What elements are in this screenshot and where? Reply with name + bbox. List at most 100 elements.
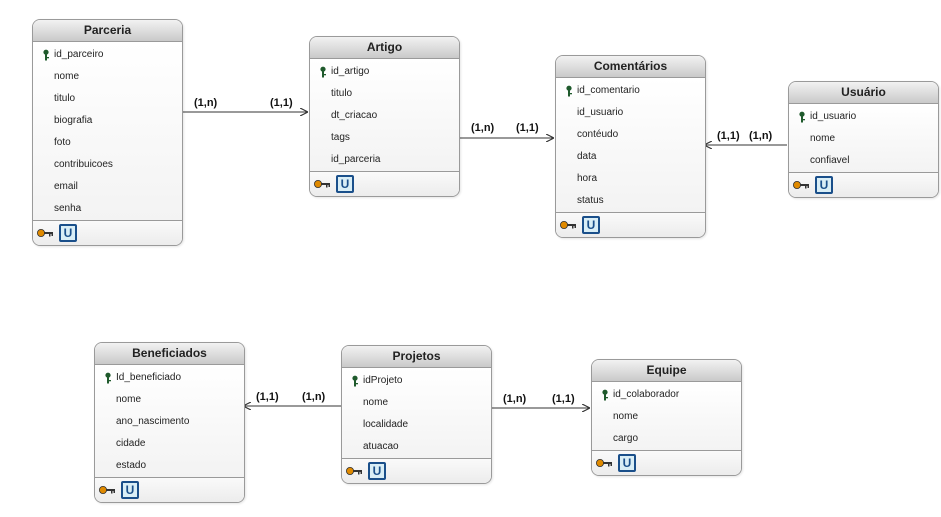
primary-key-field[interactable]: id_usuario — [789, 106, 938, 128]
unique-constraint-icon[interactable]: U — [336, 175, 354, 193]
primary-key-field[interactable]: id_artigo — [310, 61, 459, 83]
primary-key-icon — [320, 66, 326, 78]
primary-key-icon — [799, 111, 805, 123]
cardinality-label: (1,n) — [471, 122, 495, 134]
field-label: idProjeto — [363, 375, 403, 386]
primary-key-field[interactable]: Id_beneficiado — [95, 367, 244, 389]
primary-key-icon — [566, 85, 572, 97]
primary-key-field[interactable]: id_comentario — [556, 80, 705, 102]
key-icon — [560, 221, 576, 229]
field[interactable]: nome — [116, 394, 142, 405]
primary-key-icon — [602, 389, 608, 401]
field-label: Id_beneficiado — [116, 372, 182, 383]
unique-constraint-icon[interactable]: U — [582, 216, 600, 234]
unique-constraint-icon[interactable]: U — [815, 176, 833, 194]
primary-key-field[interactable]: idProjeto — [342, 370, 491, 392]
key-icon — [793, 181, 809, 189]
cardinality-label: (1,n) — [194, 97, 218, 109]
entity-footer: U — [789, 173, 938, 197]
primary-key-field[interactable]: id_parceiro — [33, 44, 182, 66]
cardinality-label: (1,1) — [717, 130, 740, 142]
field[interactable]: hora — [577, 173, 598, 184]
field[interactable]: ano_nascimento — [116, 416, 190, 427]
field[interactable]: atuacao — [363, 441, 399, 452]
entity-footer: U — [95, 478, 244, 502]
field[interactable]: dt_criacao — [331, 110, 378, 121]
field[interactable]: cidade — [116, 438, 146, 449]
field[interactable]: nome — [54, 71, 80, 82]
field-label: id_parceiro — [54, 49, 104, 60]
entity-title: Projetos — [342, 346, 491, 368]
field[interactable]: cargo — [613, 433, 639, 444]
entity-title: Usuário — [789, 82, 938, 104]
unique-constraint-icon[interactable]: U — [618, 454, 636, 472]
field[interactable]: contéudo — [577, 129, 619, 140]
field[interactable]: nome — [363, 397, 389, 408]
cardinality-label: (1,n) — [503, 393, 527, 405]
field[interactable]: confiavel — [810, 155, 850, 166]
field[interactable]: estado — [116, 460, 147, 471]
entity-title: Comentários — [556, 56, 705, 78]
cardinality-label: (1,n) — [302, 391, 326, 403]
entity-comentarios[interactable]: Comentários id_comentario id_usuario contéu… — [555, 55, 706, 238]
field[interactable]: titulo — [54, 93, 76, 104]
entity-title: Equipe — [592, 360, 741, 382]
primary-key-icon — [43, 49, 49, 61]
cardinality-label: (1,n) — [749, 130, 773, 142]
entity-title: Beneficiados — [95, 343, 244, 365]
field-list: id_comentario id_usuario contéudo data hora s… — [556, 78, 705, 213]
key-icon — [37, 229, 53, 237]
field[interactable]: nome — [613, 411, 639, 422]
primary-key-icon — [105, 372, 111, 384]
entity-title: Artigo — [310, 37, 459, 59]
field[interactable]: status — [577, 195, 604, 206]
entity-footer: U — [556, 213, 705, 237]
entity-footer: U — [592, 451, 741, 475]
field[interactable]: tags — [331, 132, 350, 143]
unique-constraint-icon[interactable]: U — [59, 224, 77, 242]
field-label: id_artigo — [331, 66, 370, 77]
key-icon — [314, 180, 330, 188]
field[interactable]: localidade — [363, 419, 409, 430]
field[interactable]: data — [577, 151, 597, 162]
field-list: idProjeto nome localidade atuacao — [342, 368, 491, 459]
field[interactable]: contribuicoes — [54, 159, 113, 170]
field[interactable]: id_usuario — [577, 107, 624, 118]
entity-footer: U — [310, 172, 459, 196]
primary-key-field[interactable]: id_colaborador — [592, 384, 741, 406]
entity-title: Parceria — [33, 20, 182, 42]
field[interactable]: foto — [54, 137, 71, 148]
unique-constraint-icon[interactable]: U — [368, 462, 386, 480]
field-label: id_comentario — [577, 85, 640, 96]
cardinality-label: (1,1) — [516, 122, 539, 134]
field[interactable]: senha — [54, 203, 82, 214]
field[interactable]: biografia — [54, 115, 93, 126]
cardinality-label: (1,1) — [256, 391, 279, 403]
field[interactable]: nome — [810, 133, 836, 144]
primary-key-icon — [352, 375, 358, 387]
key-icon — [596, 459, 612, 467]
field[interactable]: id_parceria — [331, 154, 381, 165]
field-label: id_usuario — [810, 111, 857, 122]
unique-constraint-icon[interactable]: U — [121, 481, 139, 499]
cardinality-label: (1,1) — [270, 97, 293, 109]
key-icon — [99, 486, 115, 494]
field[interactable]: titulo — [331, 88, 353, 99]
entity-footer: U — [33, 221, 182, 245]
field-label: id_colaborador — [613, 389, 680, 400]
cardinality-label: (1,1) — [552, 393, 575, 405]
entity-footer: U — [342, 459, 491, 483]
field[interactable]: email — [54, 181, 78, 192]
